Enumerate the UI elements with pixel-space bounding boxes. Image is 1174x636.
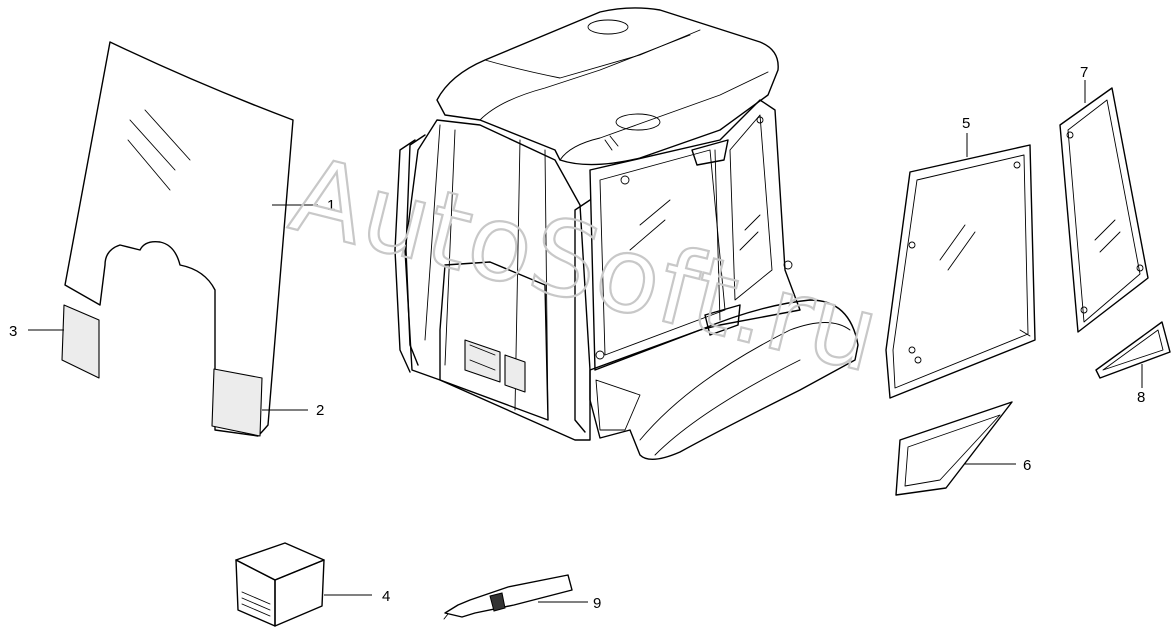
part-1-rear-window-glass[interactable] <box>64 41 294 437</box>
watermark-text: AutoSoft.ru <box>280 133 891 396</box>
callout-1: 1 <box>327 197 335 214</box>
part-5-door-glass[interactable] <box>885 144 1036 399</box>
part-3-sealing-pad[interactable] <box>61 304 100 379</box>
callout-7: 7 <box>1080 64 1088 81</box>
callout-3: 3 <box>9 323 17 340</box>
callout-6: 6 <box>1023 457 1031 474</box>
leader-lines <box>28 80 1143 603</box>
part-9-sealant-tube[interactable] <box>443 574 573 620</box>
callout-9: 9 <box>593 595 601 612</box>
callout-2: 2 <box>316 402 324 419</box>
part-2-sealing-pad[interactable] <box>211 368 263 437</box>
callout-4: 4 <box>382 588 390 605</box>
callout-8: 8 <box>1137 389 1145 406</box>
callout-labels: 1 2 3 4 5 6 7 8 9 <box>9 64 1145 612</box>
callout-5: 5 <box>962 115 970 132</box>
part-4-kit-box[interactable] <box>235 542 325 627</box>
part-8-small-triangle-glass[interactable] <box>1095 321 1171 379</box>
cab-assembly <box>394 7 859 460</box>
part-6-triangle-glass[interactable] <box>895 401 1013 496</box>
part-7-quarter-glass[interactable] <box>1059 87 1149 333</box>
